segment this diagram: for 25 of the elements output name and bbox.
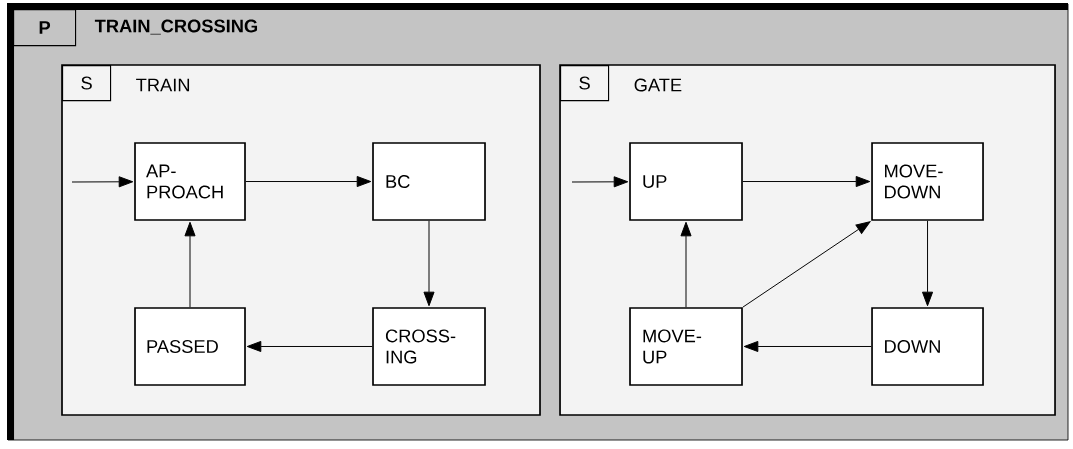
tab-label: P (13, 9, 77, 47)
state-box: UP (629, 142, 743, 221)
subsystem-title: TRAIN (136, 78, 190, 92)
state-box: CROSS- ING (372, 307, 486, 386)
arrow (246, 340, 373, 352)
arrow (571, 176, 629, 188)
state-box: DOWN (871, 307, 984, 386)
arrow (743, 340, 872, 352)
arrow (742, 176, 871, 188)
tab-label: S (62, 65, 112, 102)
arrow (71, 176, 134, 188)
arrow (922, 220, 934, 307)
arrow (742, 221, 871, 308)
state-box: MOVE- DOWN (871, 142, 984, 221)
process-title: TRAIN_CROSSING (94, 19, 258, 35)
arrow (680, 221, 692, 308)
tab-label: S (560, 65, 610, 102)
arrow (423, 220, 435, 307)
state-box: PASSED (134, 307, 246, 386)
state-box: AP- PROACH (134, 142, 246, 221)
arrow (245, 176, 372, 188)
state-box: BC (372, 142, 486, 221)
subsystem-title: GATE (634, 78, 682, 92)
arrow (184, 221, 196, 308)
state-box: MOVE- UP (629, 307, 743, 386)
